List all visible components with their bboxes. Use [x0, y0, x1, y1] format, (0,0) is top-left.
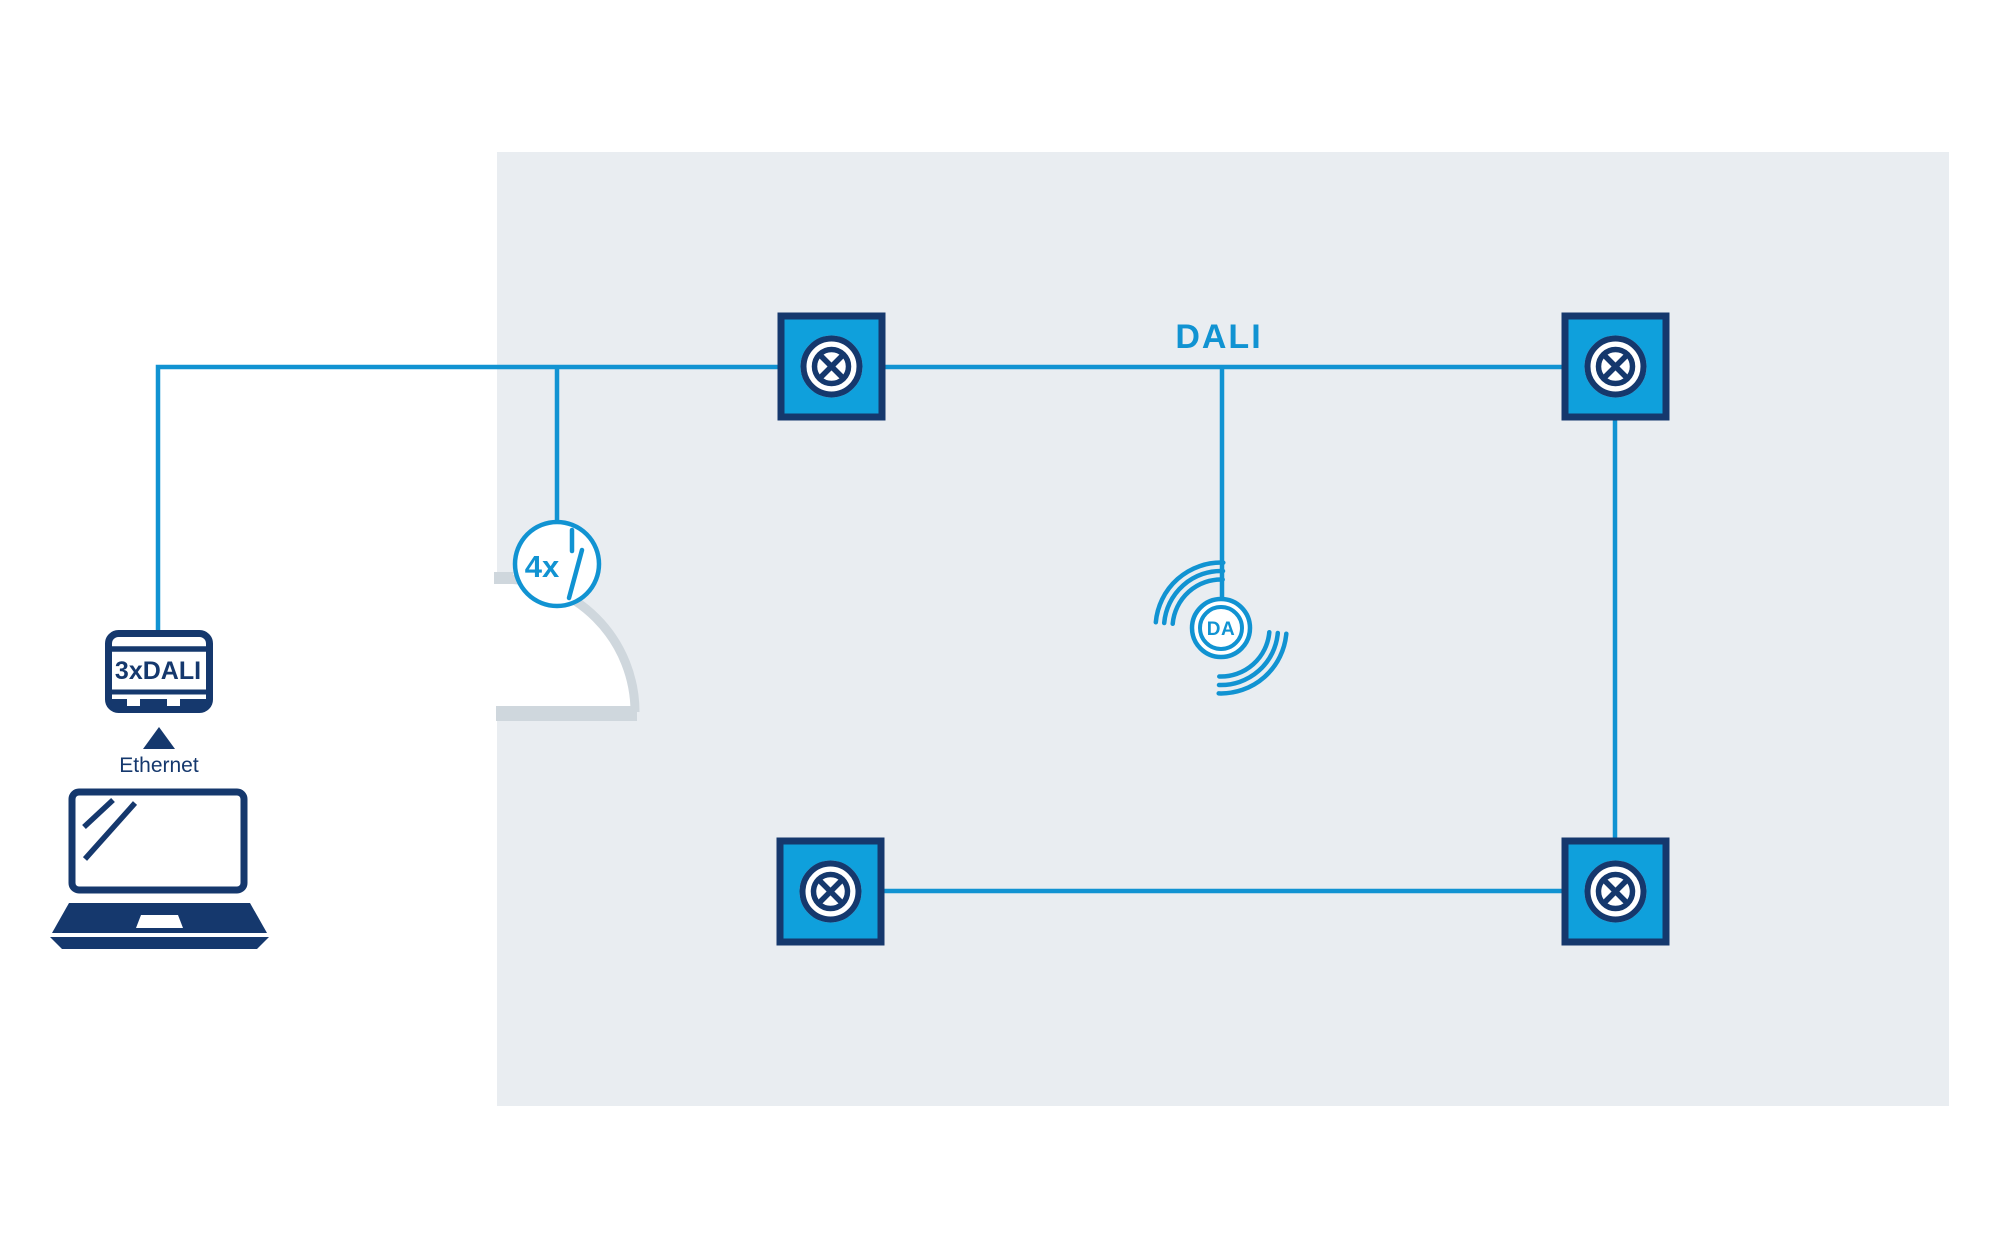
wall-switch-4x: 4x	[512, 519, 602, 609]
gateway-din-foot	[109, 699, 209, 710]
din-notch	[167, 699, 180, 706]
switch-contact-icon	[566, 527, 585, 601]
lamp-icon	[1585, 336, 1647, 398]
dali-bus-wiring	[155, 364, 1618, 894]
screen-glare	[82, 797, 115, 830]
luminaire-top-left	[777, 312, 886, 421]
luminaire-bottom-right	[1561, 837, 1670, 946]
switch-circle	[512, 519, 602, 609]
dali-bus-label: DALI	[1175, 318, 1262, 356]
radio-waves-icon	[1153, 560, 1289, 696]
laptop-icon	[50, 788, 269, 949]
laptop-screen	[68, 788, 248, 894]
luminaire-top-right	[1561, 312, 1670, 421]
laptop-touchpad	[136, 915, 183, 928]
luminaire-bottom-left	[776, 837, 885, 946]
da-inner-circle	[1198, 605, 1244, 651]
wireless-da-device: DA	[1153, 560, 1289, 696]
luminaire-box	[776, 837, 885, 946]
lamp-icon	[801, 336, 863, 398]
ethernet-label: Ethernet	[119, 754, 199, 777]
ethernet-link: Ethernet	[119, 727, 199, 777]
lamp-icon	[1585, 861, 1647, 923]
da-label: DA	[1207, 619, 1235, 640]
lamp-icon	[800, 861, 862, 923]
laptop-base	[50, 937, 269, 949]
switch-label: 4x	[525, 549, 560, 584]
dali-gateway: 3xDALI	[105, 630, 213, 713]
gateway-label: 3xDALI	[115, 657, 201, 685]
din-notch	[127, 699, 140, 706]
arrow-up-icon	[143, 727, 175, 749]
screen-glare	[82, 801, 138, 861]
door-swing-area	[496, 579, 635, 712]
door-leaf	[496, 706, 637, 721]
bus-line-main	[155, 364, 1615, 631]
door-jamb-stub	[494, 572, 513, 584]
